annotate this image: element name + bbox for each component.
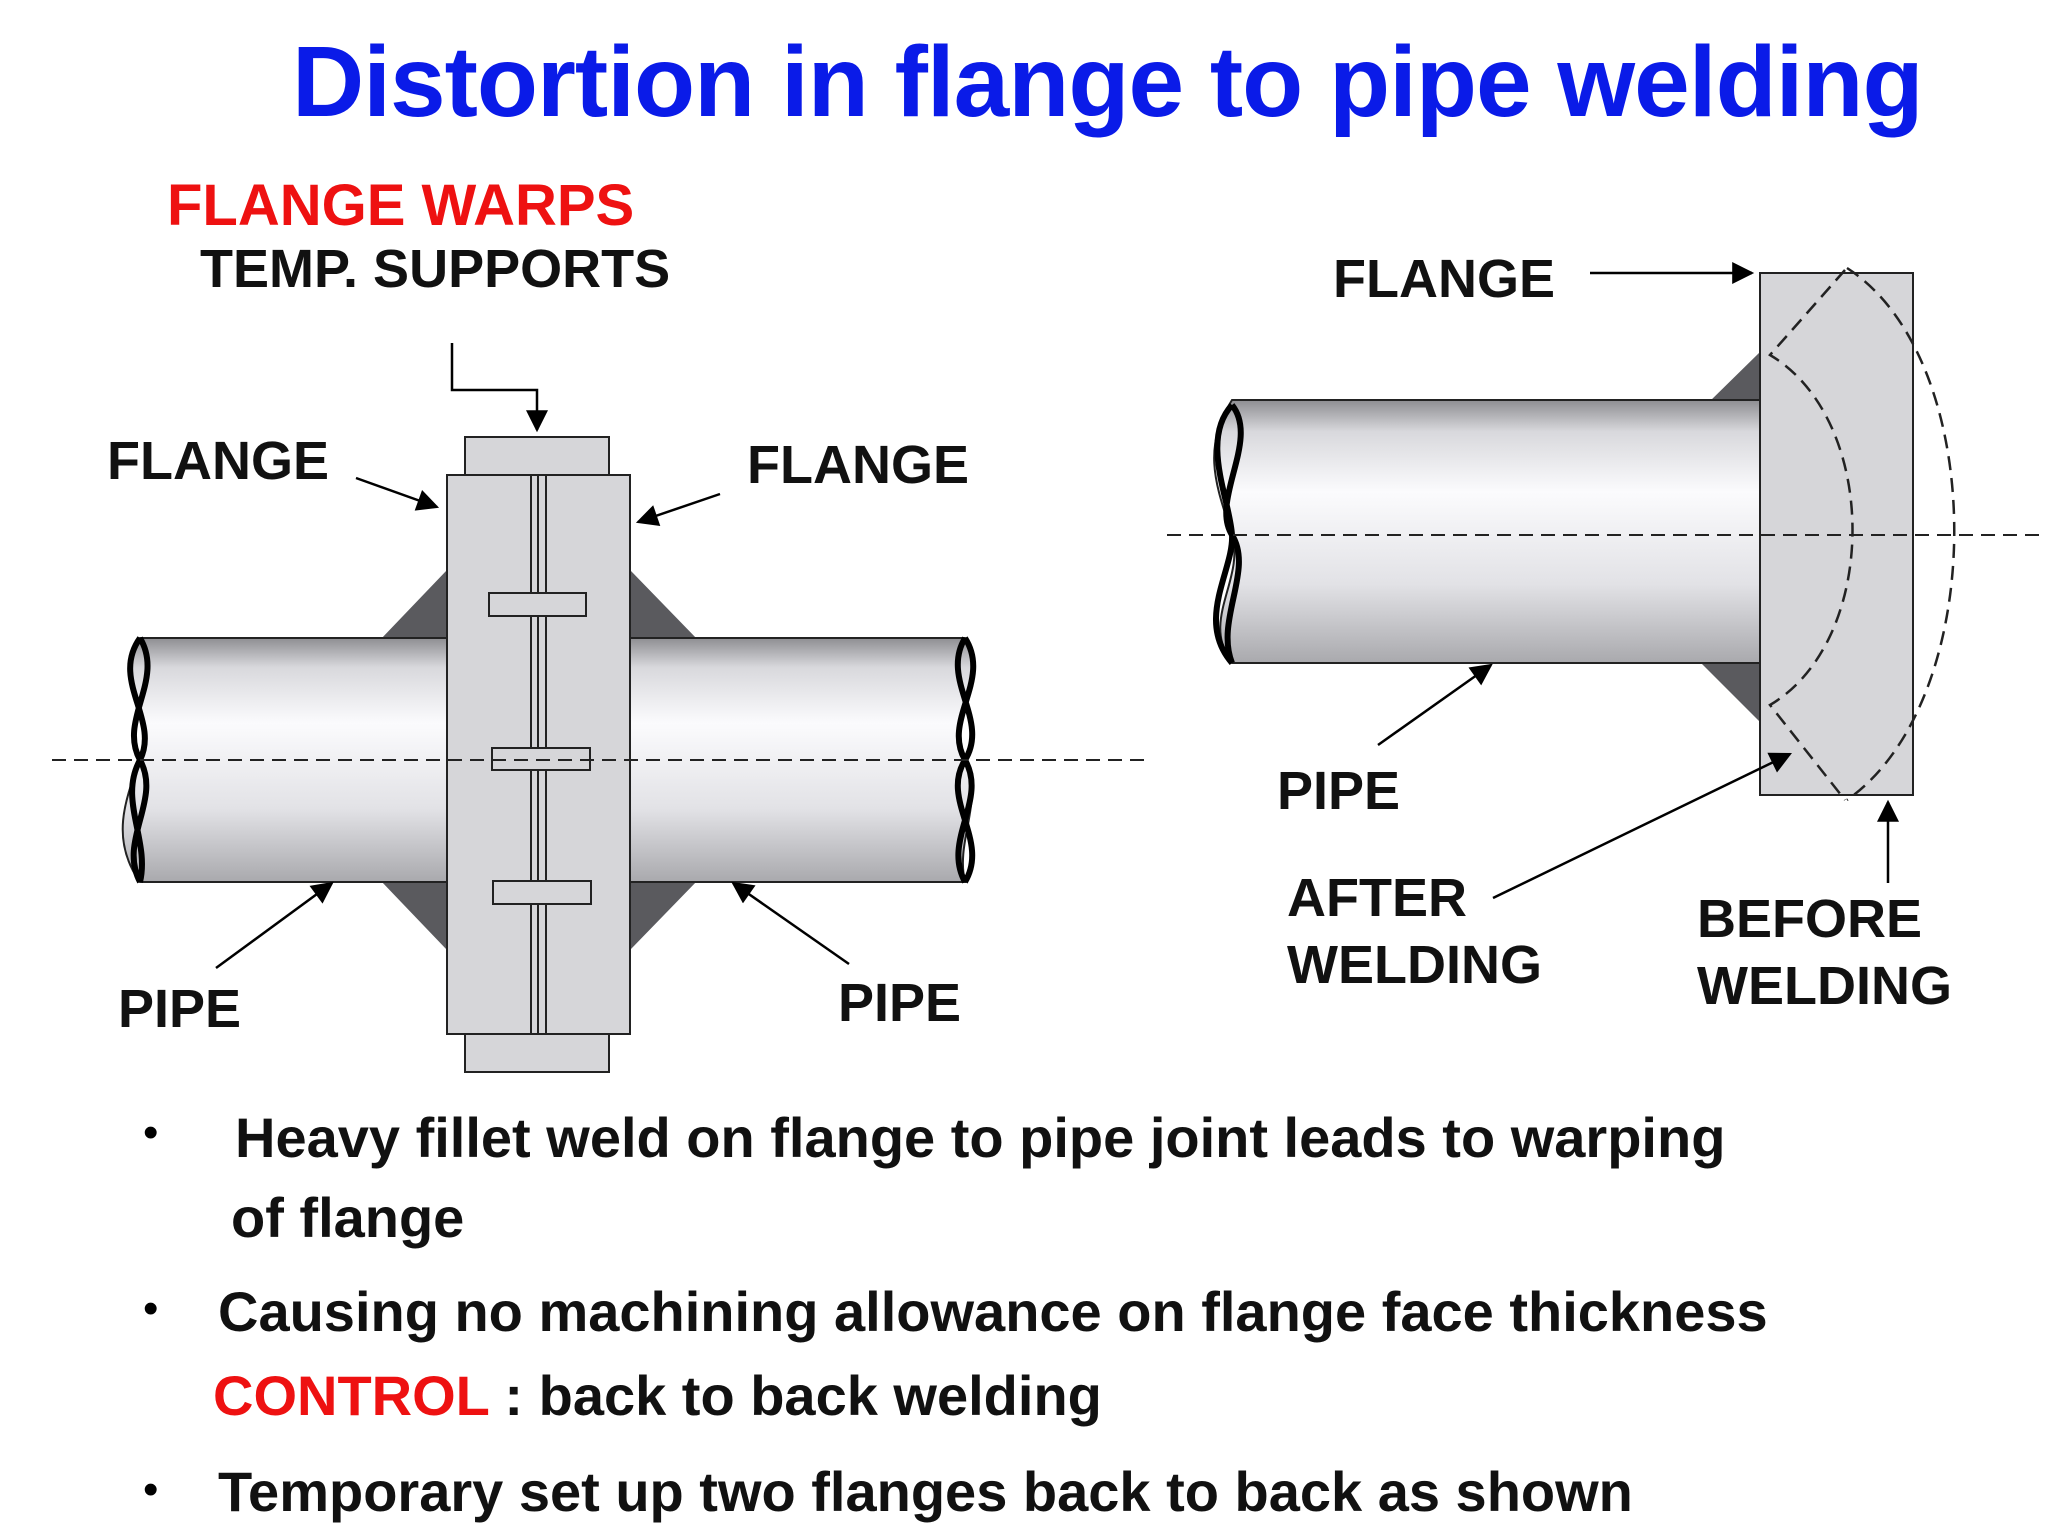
- bullet-1-line-2: of flange: [231, 1186, 465, 1249]
- fillet-welds-left: [380, 570, 698, 950]
- pipe-single-break: [1213, 402, 1244, 665]
- before-welding-label-1: BEFORE: [1697, 889, 1923, 949]
- temp-support-bottom: [464, 1033, 610, 1073]
- before-welding-outline: [1846, 266, 1956, 802]
- pipe-left-label: PIPE: [118, 979, 242, 1039]
- after-welding-outline: [1768, 269, 1854, 801]
- right-diagram: [1167, 262, 2045, 900]
- pipe-single: [1213, 399, 1761, 664]
- after-welding-label-1: AFTER: [1287, 868, 1467, 928]
- arrow-pipe-single: [1377, 663, 1493, 747]
- clamp-tab: [492, 880, 592, 905]
- temp-support-top: [464, 436, 610, 476]
- slide-title: Distortion in flange to pipe welding: [292, 26, 1924, 138]
- bullet-2-line-1: Causing no machining allowance on flange…: [218, 1280, 1768, 1343]
- arrow-temp-supports: [450, 343, 548, 433]
- control-word: CONTROL: [213, 1364, 489, 1427]
- bullet-dot-3: •: [143, 1465, 159, 1514]
- bullet-dot-2: •: [143, 1284, 159, 1333]
- clamp-tab: [488, 592, 587, 617]
- flange-left-label: FLANGE: [107, 431, 329, 491]
- bullet-dot-1: •: [143, 1108, 159, 1157]
- arrow-flange-left: [355, 476, 440, 511]
- arrow-after-welding: [1492, 752, 1792, 900]
- before-welding-label-2: WELDING: [1697, 956, 1952, 1016]
- arrow-pipe-left: [215, 881, 334, 970]
- left-diagram: [52, 343, 1145, 1073]
- control-rest: : back to back welding: [488, 1364, 1102, 1427]
- arrow-pipe-right: [731, 881, 850, 966]
- flange-right-label: FLANGE: [747, 435, 969, 495]
- fillet-welds-right: [1698, 352, 1760, 722]
- temp-supports-label: TEMP. SUPPORTS: [200, 239, 671, 299]
- bullet-1-line-1: Heavy fillet weld on flange to pipe join…: [235, 1106, 1726, 1169]
- pipe-single-label: PIPE: [1277, 761, 1401, 821]
- bullet-2-line-2: CONTROL : back to back welding: [213, 1362, 1102, 1429]
- bullet-3: Temporary set up two flanges back to bac…: [218, 1460, 1633, 1523]
- flange-warps-label: FLANGE WARPS: [167, 173, 635, 238]
- flange-single-label: FLANGE: [1333, 249, 1555, 309]
- pipe-right-label: PIPE: [838, 973, 962, 1033]
- arrow-flange-right: [635, 492, 721, 527]
- after-welding-label-2: WELDING: [1287, 935, 1542, 995]
